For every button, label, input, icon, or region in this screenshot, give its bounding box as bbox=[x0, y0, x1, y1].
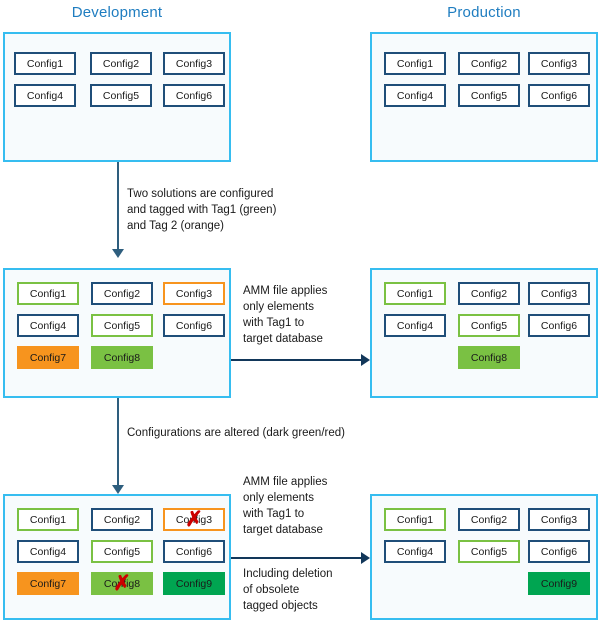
config-box[interactable]: Config2 bbox=[90, 52, 152, 75]
panel-development-stage-2: Config1 Config2 Config3 Config4 Config5 … bbox=[3, 268, 231, 398]
config-box[interactable]: Config5 bbox=[91, 314, 153, 337]
config-box[interactable]: Config1 bbox=[17, 282, 79, 305]
config-box[interactable]: Config3 bbox=[163, 282, 225, 305]
config-box[interactable]: Config2 bbox=[91, 282, 153, 305]
config-box[interactable]: Config7 bbox=[17, 572, 79, 595]
config-box[interactable]: Config2 bbox=[91, 508, 153, 531]
config-box[interactable]: Config3 bbox=[528, 508, 590, 531]
config-box[interactable]: Config7 bbox=[17, 346, 79, 369]
config-box[interactable]: Config8 bbox=[91, 346, 153, 369]
config-box[interactable]: Config1 bbox=[384, 52, 446, 75]
config-box[interactable]: Config6 bbox=[528, 84, 590, 107]
config-box[interactable]: Config1 bbox=[384, 508, 446, 531]
config-box[interactable]: Config3 bbox=[163, 52, 225, 75]
config-box[interactable]: Config5 bbox=[458, 84, 520, 107]
config-box[interactable]: Config3 bbox=[528, 52, 590, 75]
config-box[interactable]: Config9 bbox=[163, 572, 225, 595]
config-box[interactable]: Config1 bbox=[17, 508, 79, 531]
config-box[interactable]: Config4 bbox=[17, 314, 79, 337]
arrow-right-icon bbox=[361, 354, 370, 366]
config-box[interactable]: Config8 bbox=[458, 346, 520, 369]
panel-production-stage-2: Config1 Config2 Config3 Config4 Config5 … bbox=[370, 268, 598, 398]
config-box[interactable]: Config8 ✗ bbox=[91, 572, 153, 595]
panel-development-stage-3: Config1 Config2 Config3 ✗ Config4 Config… bbox=[3, 494, 231, 620]
config-box[interactable]: Config6 bbox=[163, 314, 225, 337]
config-label: Config8 bbox=[103, 578, 141, 590]
config-box[interactable]: Config2 bbox=[458, 52, 520, 75]
column-title-production: Production bbox=[447, 4, 521, 21]
caption-tagging: Two solutions are configured and tagged … bbox=[127, 188, 277, 232]
config-box[interactable]: Config6 bbox=[528, 314, 590, 337]
config-box[interactable]: Config5 bbox=[458, 314, 520, 337]
config-box[interactable]: Config1 bbox=[384, 282, 446, 305]
caption-apply-tag1-bottom: AMM file applies only elements with Tag1… bbox=[243, 476, 328, 536]
config-box[interactable]: Config5 bbox=[90, 84, 152, 107]
config-box[interactable]: Config4 bbox=[384, 314, 446, 337]
column-title-development: Development bbox=[71, 4, 163, 21]
caption-deletion: Including deletion of obsolete tagged ob… bbox=[243, 568, 333, 612]
config-box[interactable]: Config6 bbox=[163, 540, 225, 563]
config-box[interactable]: Config4 bbox=[14, 84, 76, 107]
config-box[interactable]: Config6 bbox=[528, 540, 590, 563]
panel-production-stage-3: Config1 Config2 Config3 Config4 Config5 … bbox=[370, 494, 598, 620]
connector-line-dev-to-prod-stage3 bbox=[231, 557, 363, 559]
config-box[interactable]: Config2 bbox=[458, 282, 520, 305]
arrow-down-icon bbox=[112, 485, 124, 494]
config-box[interactable]: Config5 bbox=[458, 540, 520, 563]
config-box[interactable]: Config4 bbox=[384, 540, 446, 563]
config-box[interactable]: Config5 bbox=[91, 540, 153, 563]
config-box[interactable]: Config6 bbox=[163, 84, 225, 107]
config-box[interactable]: Config4 bbox=[384, 84, 446, 107]
config-box[interactable]: Config3 bbox=[528, 282, 590, 305]
arrow-down-icon bbox=[112, 249, 124, 258]
arrow-right-icon bbox=[361, 552, 370, 564]
config-label: Config3 bbox=[175, 514, 213, 526]
panel-development-stage-1: Config1 Config2 Config3 Config4 Config5 … bbox=[3, 32, 231, 162]
panel-production-stage-1: Config1 Config2 Config3 Config4 Config5 … bbox=[370, 32, 598, 162]
config-box[interactable]: Config1 bbox=[14, 52, 76, 75]
config-box[interactable]: Config9 bbox=[528, 572, 590, 595]
caption-apply-tag1-middle: AMM file applies only elements with Tag1… bbox=[243, 285, 328, 345]
config-box[interactable]: Config2 bbox=[458, 508, 520, 531]
caption-altered: Configurations are altered (dark green/r… bbox=[127, 427, 345, 439]
connector-line-stage1-to-stage2 bbox=[117, 162, 119, 250]
config-box[interactable]: Config3 ✗ bbox=[163, 508, 225, 531]
config-box[interactable]: Config4 bbox=[17, 540, 79, 563]
connector-line-dev-to-prod-stage2 bbox=[231, 359, 363, 361]
connector-line-stage2-to-stage3 bbox=[117, 398, 119, 486]
